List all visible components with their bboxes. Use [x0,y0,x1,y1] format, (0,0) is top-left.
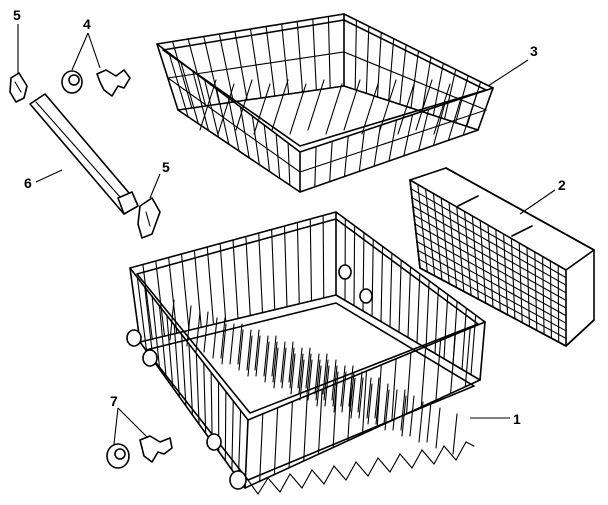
callout-5-left: 5 [13,7,21,23]
callout-2: 2 [558,177,566,193]
roller-assembly-upper [61,69,131,97]
rack-wheels [126,264,373,490]
callout-4: 4 [83,16,91,32]
roller-assembly-lower [106,435,173,469]
callout-1: 1 [513,411,521,427]
track-rail [29,93,139,215]
callout-5-right: 5 [162,159,170,175]
end-cap-right [137,197,161,239]
leader-lines [17,24,556,445]
callout-7: 7 [110,393,118,409]
callout-3: 3 [530,43,538,59]
upper-rack [156,13,494,193]
end-cap-left [9,72,28,103]
silverware-basket [409,167,595,347]
callout-6: 6 [24,175,32,191]
lower-rack [126,211,486,495]
